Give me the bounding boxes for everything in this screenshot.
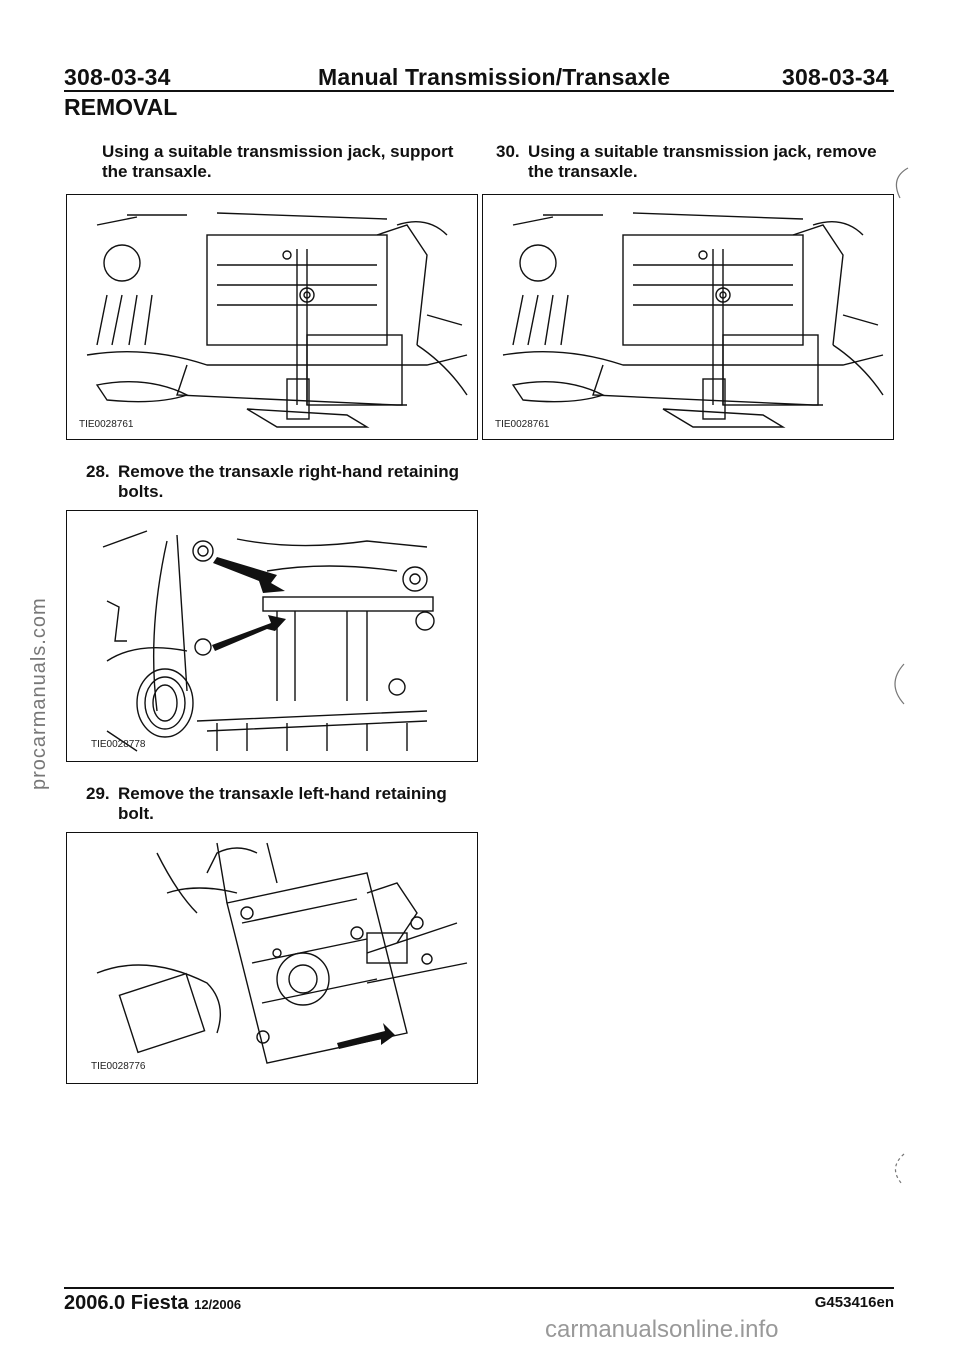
step-28-line1: Remove the transaxle right-hand retainin… (118, 462, 460, 481)
step-30-line1: Using a suitable transmission jack, remo… (528, 142, 877, 161)
left-hand-bolt-illustration (96, 842, 468, 1064)
header-left-code: 308-03-34 (64, 64, 171, 90)
footer-brand: 2006.0 Fiesta 12/2006 (64, 1292, 241, 1315)
footer-brand-name: 2006.0 Fiesta (64, 1292, 189, 1314)
step-30: 30. Using a suitable transmission jack, r… (496, 142, 896, 182)
scan-mark (894, 663, 905, 705)
intro-step: Using a suitable transmission jack, supp… (102, 142, 482, 182)
side-watermark: procarmanuals.com (28, 597, 50, 790)
figure-id: TIE0028778 (91, 739, 146, 750)
transaxle-jack-illustration (502, 212, 884, 428)
step-28: 28. Remove the transaxle right-hand retai… (86, 462, 486, 502)
figure-id: TIE0028761 (79, 419, 134, 430)
right-hand-bolts-illustration (102, 530, 435, 752)
scan-mark (894, 1153, 905, 1185)
bottom-watermark: carmanualsonline.info (545, 1316, 779, 1343)
figure-id: TIE0028761 (495, 419, 550, 430)
intro-line2: the transaxle. (102, 162, 212, 181)
step-28-line2: bolts. (118, 482, 164, 501)
footer-code: G453416en (814, 1294, 894, 1311)
figure-right-hand-bolts: TIE0028778 (66, 510, 478, 762)
step-29-line1: Remove the transaxle left-hand retaining (118, 784, 447, 803)
transaxle-jack-illustration (86, 212, 468, 428)
step-30-line2: the transaxle. (528, 162, 638, 181)
footer-rule (64, 1287, 894, 1289)
figure-jack-right: TIE0028761 (482, 194, 894, 440)
figure-left-hand-bolt: TIE0028776 (66, 832, 478, 1084)
section-title: REMOVAL (64, 94, 178, 120)
step-28-number: 28. (86, 462, 110, 481)
step-29: 29. Remove the transaxle left-hand retain… (86, 784, 486, 824)
header-title: Manual Transmission/Transaxle (318, 64, 671, 90)
step-30-number: 30. (496, 142, 520, 161)
header-rule (64, 90, 894, 92)
intro-line1: Using a suitable transmission jack, supp… (102, 142, 454, 161)
figure-jack-left: TIE0028761 (66, 194, 478, 440)
header-right-code: 308-03-34 (782, 64, 889, 90)
step-29-line2: bolt. (118, 804, 154, 823)
figure-id: TIE0028776 (91, 1061, 146, 1072)
step-29-number: 29. (86, 784, 110, 803)
scan-mark (895, 167, 909, 199)
footer-date: 12/2006 (194, 1297, 242, 1312)
